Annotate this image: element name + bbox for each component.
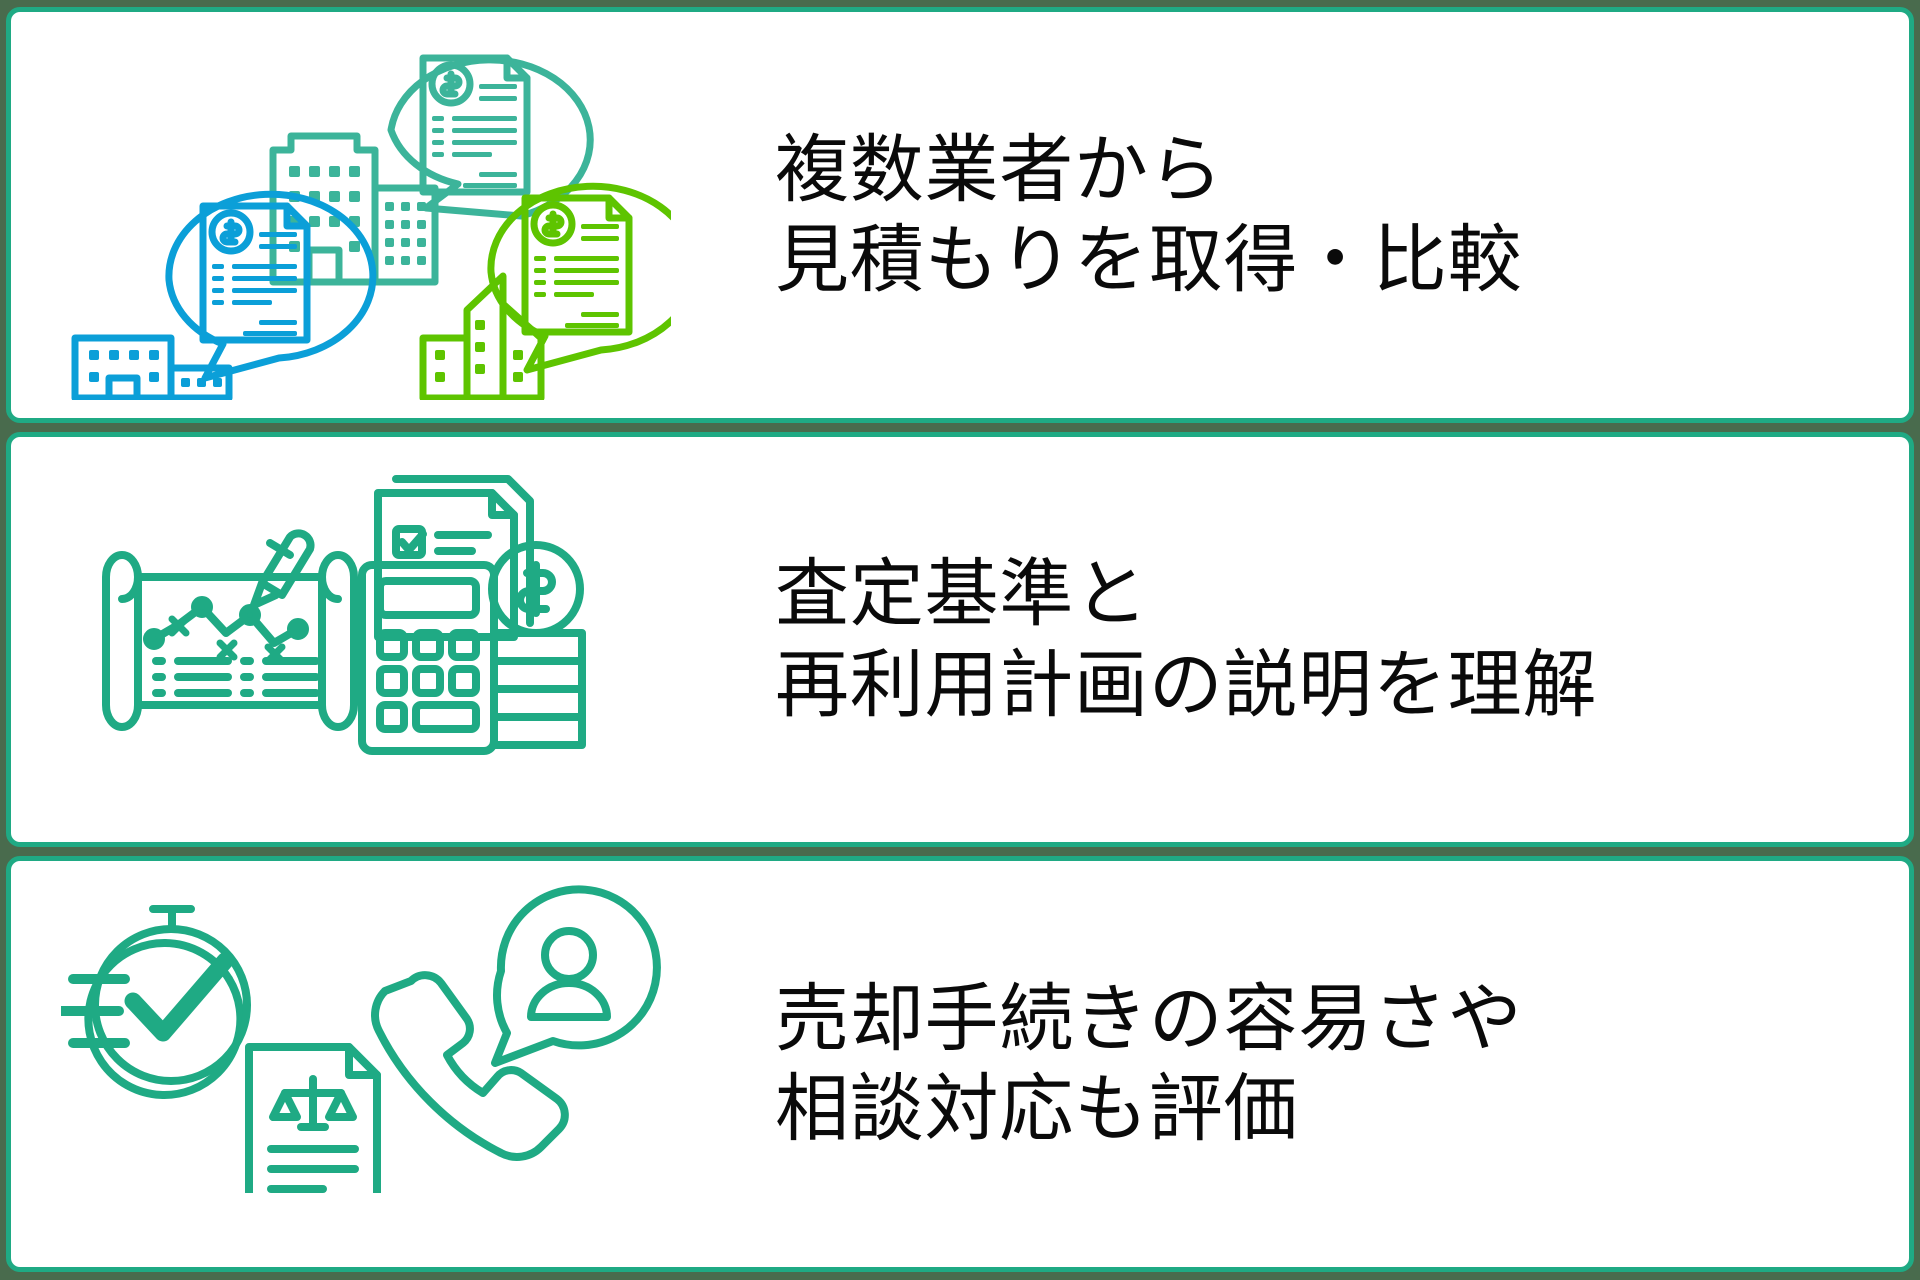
panel-support-icon-group [11,861,771,1267]
check-mark-icon [124,952,234,1042]
speed-lines-icon [61,974,130,1049]
pencil-icon [250,529,315,609]
phone-handset-icon [371,971,569,1162]
panel-criteria: 査定基準と 再利用計画の説明を理解 [6,431,1914,848]
panel-criteria-icon-group [11,437,771,843]
panel-quotes-icon-group [11,12,771,418]
panel-quotes-line-2: 見積もりを取得・比較 [775,217,1523,301]
coin-stack-icon [488,540,586,749]
legal-document-scales-icon [245,1043,381,1194]
assessment-criteria-illustration [102,474,586,755]
panel-support: 売却手続きの容易さや 相談対応も評価 [6,856,1914,1273]
panel-criteria-line-2: 再利用計画の説明を理解 [775,642,1598,726]
panel-support-line-1: 売却手続きの容易さや [775,976,1523,1060]
blueprint-scroll-icon [102,550,358,731]
sales-support-illustration [61,885,661,1194]
panel-criteria-line-1: 査定基準と [775,552,1149,636]
panel-quotes-line-1: 複数業者から [775,127,1224,211]
building-blue-icon [71,334,233,400]
document-speech-bubble-blue-icon [165,190,377,382]
panel-support-text: 売却手続きの容易さや 相談対応も評価 [771,974,1909,1155]
stopwatch-check-icon [84,905,251,1100]
multi-vendor-quotes-illustration [71,54,671,400]
panel-criteria-text: 査定基準と 再利用計画の説明を理解 [771,549,1909,730]
panel-support-line-2: 相談対応も評価 [775,1067,1299,1151]
document-speech-bubble-green-icon [487,182,671,374]
user-speech-bubble-icon [491,885,661,1068]
calculator-icon [358,560,498,755]
panel-quotes: 複数業者から 見積もりを取得・比較 [6,7,1914,423]
panel-quotes-text: 複数業者から 見積もりを取得・比較 [771,125,1909,306]
document-speech-bubble-teal-icon [387,54,594,220]
